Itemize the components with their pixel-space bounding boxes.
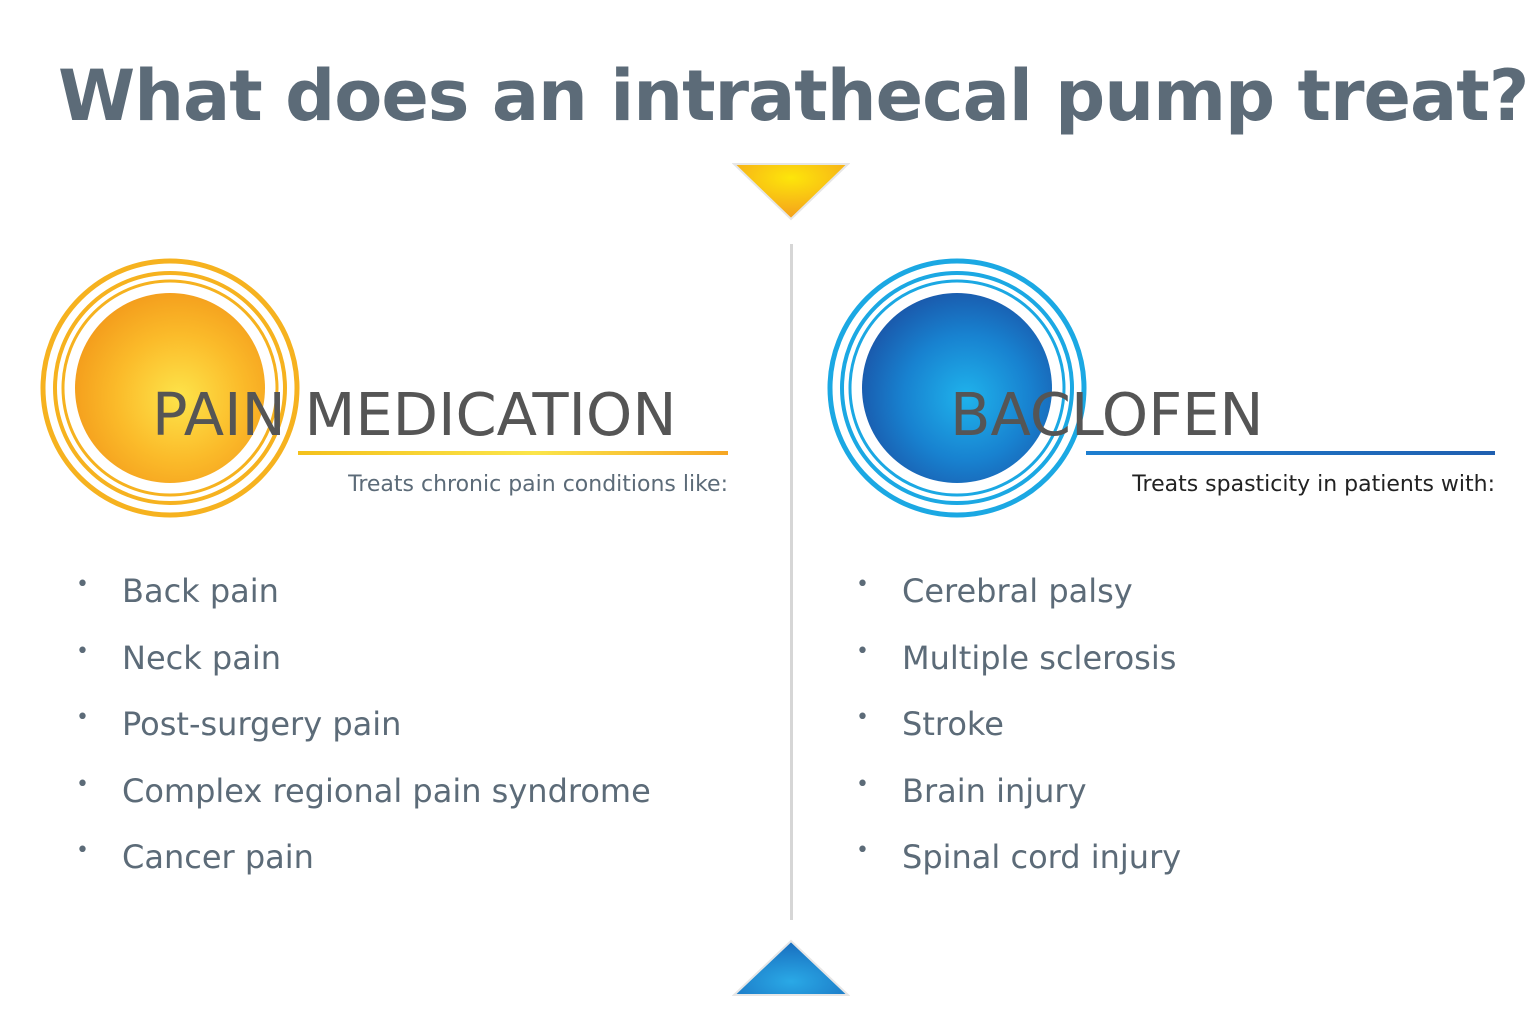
- list-item-text: Brain injury: [902, 771, 1087, 810]
- list-item-text: Cerebral palsy: [902, 572, 1133, 610]
- blue-orb-emblem-icon: [827, 258, 1087, 518]
- center-divider: [790, 244, 793, 920]
- list-item-text: Cancer pain: [122, 838, 314, 876]
- bullet-icon: •: [76, 638, 89, 664]
- down-triangle-icon: [732, 163, 850, 221]
- bullet-icon: •: [856, 638, 869, 664]
- bullet-icon: •: [76, 705, 89, 730]
- bullet-icon: •: [76, 838, 89, 863]
- list-item-text: Spinal cord injury: [902, 838, 1182, 876]
- bullet-icon: •: [856, 705, 869, 730]
- pain-subtitle: Treats chronic pain conditions like:: [348, 472, 728, 497]
- bullet-icon: •: [856, 572, 869, 597]
- up-triangle-icon: [732, 939, 850, 996]
- list-item-text: Multiple sclerosis: [902, 638, 1177, 677]
- list-item-text: Complex regional pain syndrome: [122, 771, 651, 810]
- pain-underline: [298, 451, 728, 455]
- bullet-icon: •: [856, 771, 869, 797]
- baclofen-subtitle: Treats spasticity in patients with:: [1132, 472, 1495, 497]
- sun-emblem-icon: [40, 258, 300, 518]
- bullet-icon: •: [76, 572, 89, 597]
- baclofen-heading: BACLOFEN: [950, 380, 1264, 449]
- list-item-text: Neck pain: [122, 638, 282, 677]
- pain-medication-heading: PAIN MEDICATION: [152, 380, 677, 449]
- list-item-text: Post-surgery pain: [122, 705, 402, 743]
- list-item-text: Stroke: [902, 705, 1004, 743]
- page-title: What does an intrathecal pump treat?: [58, 55, 1529, 137]
- bullet-icon: •: [76, 771, 89, 797]
- list-item-text: Back pain: [122, 572, 279, 610]
- bullet-icon: •: [856, 838, 869, 863]
- baclofen-underline: [1086, 451, 1495, 455]
